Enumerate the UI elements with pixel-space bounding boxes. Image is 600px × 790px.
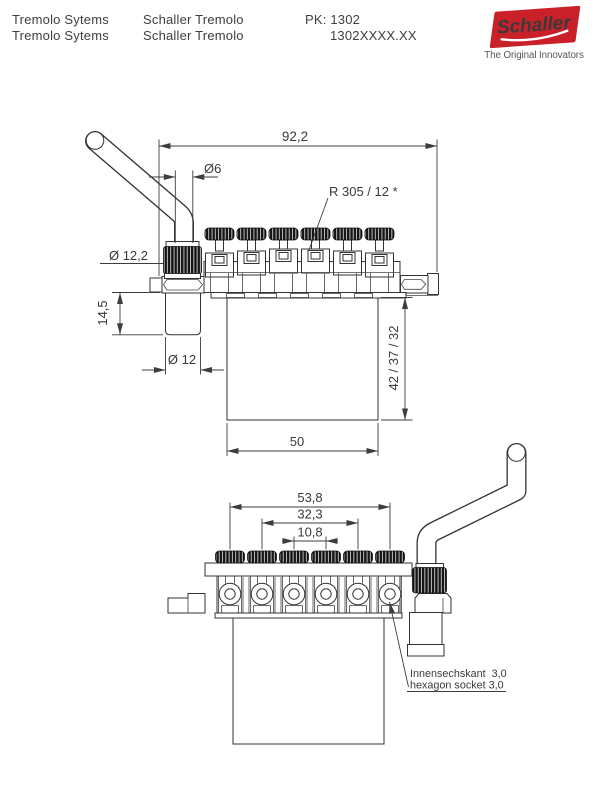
dim-mid-string-spacing: 32,3 [297,507,322,522]
saddle-assembly-side [203,248,407,299]
baseplate-side [149,273,439,296]
dim-block-heights: 42 / 37 / 32 [386,325,401,390]
side-view [85,131,439,421]
fine-tuner-knobs-side [204,227,395,241]
logo-underline-swoosh [500,29,569,42]
product-name-1: Schaller Tremolo [143,12,244,27]
arm-end-cap [85,131,105,150]
dim-outer-string-spacing: 53,8 [297,490,322,505]
arm-end-cap-front [507,443,526,462]
dim-string-spacing: 10,8 [297,525,322,540]
right-collar-nut [414,593,452,614]
sustain-block-side [226,297,379,421]
logo-wordmark-svg: Schaller [496,12,573,42]
dim-saddle-radius: R 305 / 12 * [329,184,398,199]
dim-total-width: 92,2 [282,129,308,144]
product-name-2: Schaller Tremolo [143,28,244,43]
note-hex-socket-en: hexagon socket 3,0 [410,680,504,692]
dim-arm-diameter: Ø6 [204,161,221,176]
part-number: PK: 1302 [305,12,361,27]
side-view-dimensions: 92,2 Ø6 R 305 / 12 * Ø 12,2 14,5 Ø 12 42… [95,129,438,456]
arm-holder-cylinder-front [407,612,445,657]
logo-tagline: The Original Innovators [484,50,584,61]
tremolo-arm-side [85,131,194,262]
fine-tuner-knobs-front [215,550,405,564]
dim-collar-diameter: Ø 12,2 [109,248,148,263]
dim-block-width: 50 [290,434,304,449]
order-number: 1302XXXX.XX [330,28,417,43]
saddle-assembly-front [214,575,403,619]
fine-tuner-stems-side [215,239,384,252]
sustain-block-front [232,616,385,745]
front-view-dimensions: 53,8 32,3 10,8 Innensechskant 3,0 hexago… [229,490,507,692]
arm-collar-side [163,241,202,279]
arm-collar-front [412,563,447,594]
dim-insert-depth: 14,5 [95,300,110,325]
product-category-1: Tremolo Sytems [12,12,109,27]
left-mounting-wing [167,593,206,614]
front-view [167,443,527,745]
product-category-2: Tremolo Sytems [12,28,109,43]
tremolo-arm-front [416,443,527,579]
note-hex-socket-de: Innensechskant 3,0 [410,668,507,680]
dim-insert-diameter: Ø 12 [168,352,196,367]
top-plate-front [204,562,413,577]
